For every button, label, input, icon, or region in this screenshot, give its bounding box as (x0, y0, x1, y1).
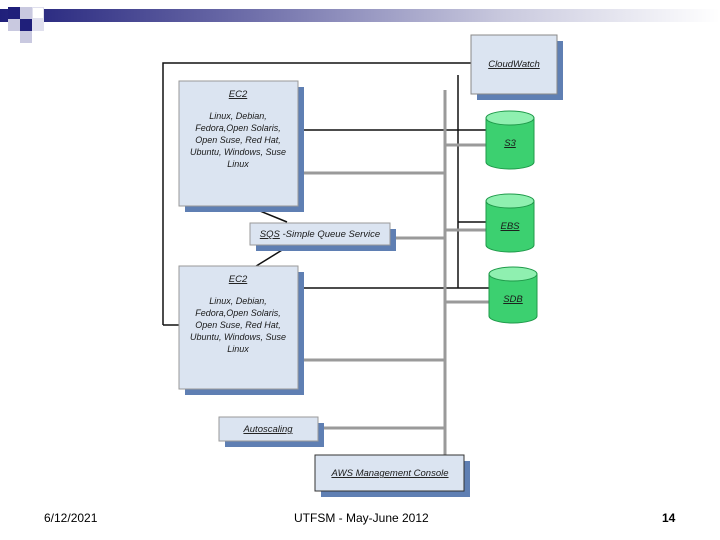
header-square-dark (8, 7, 20, 19)
s3-cylinder: S3 (485, 110, 535, 170)
black-connectors (162, 62, 490, 326)
sqs-box: SQS -Simple Queue Service (249, 222, 396, 251)
ec2-bottom-line-1: Linux, Debian, (209, 296, 267, 306)
ec2-top-box: EC2 Linux, Debian, Fedora,Open Solaris, … (178, 80, 304, 212)
console-label: AWS Management Console (330, 468, 448, 479)
ec2-top-line-1: Linux, Debian, (209, 111, 267, 121)
header-gradient-bar (0, 9, 720, 22)
ec2-bottom-line-2: Fedora,Open Solaris, (195, 308, 281, 318)
header-square-light (20, 7, 32, 19)
ec2-top-line-2: Fedora,Open Solaris, (195, 123, 281, 133)
header-square-light-5 (20, 31, 32, 43)
header-square-light-2 (8, 19, 20, 31)
header-square-dark-2 (20, 19, 32, 31)
autoscaling-label: Autoscaling (242, 424, 293, 435)
footer-date: 6/12/2021 (44, 511, 98, 525)
s3-label: S3 (504, 138, 516, 149)
sqs-abbr: SQS (260, 229, 281, 240)
ec2-bottom-line-4: Ubuntu, Windows, Suse (190, 332, 286, 342)
autoscaling-box: Autoscaling (218, 416, 324, 447)
header-square-light-3 (32, 19, 44, 31)
gray-bus-lines (298, 90, 490, 456)
sqs-label: SQS -Simple Queue Service (260, 229, 380, 240)
ec2-top-line-4: Ubuntu, Windows, Suse (190, 147, 286, 157)
footer-center-text: UTFSM - May-June 2012 (294, 511, 429, 525)
ec2-bottom-line-3: Open Suse, Red Hat, (195, 320, 281, 330)
sdb-cylinder: SDB (488, 266, 538, 324)
footer-page-number: 14 (662, 511, 676, 525)
ec2-bottom-title: EC2 (229, 274, 248, 285)
cloudwatch-label: CloudWatch (488, 59, 540, 70)
cloudwatch-box: CloudWatch (470, 34, 563, 100)
sqs-rest: -Simple Queue Service (280, 229, 380, 240)
ec2-top-title: EC2 (229, 89, 248, 100)
ec2-bottom-box: EC2 Linux, Debian, Fedora,Open Solaris, … (178, 265, 304, 395)
ec2-top-line-3: Open Suse, Red Hat, (195, 135, 281, 145)
header-square-light-4 (32, 7, 44, 19)
ec2-top-line-5: Linux (227, 159, 249, 169)
ebs-cylinder: EBS (485, 193, 535, 253)
console-box: AWS Management Console (314, 454, 470, 497)
ec2-bottom-line-5: Linux (227, 344, 249, 354)
sdb-label: SDB (503, 294, 523, 305)
ebs-label: EBS (500, 221, 520, 232)
